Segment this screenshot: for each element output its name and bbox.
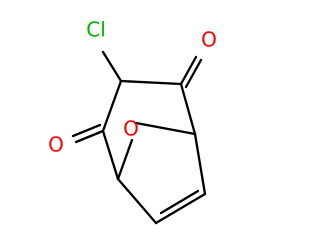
bond-cketone-left-o-1 <box>74 129 105 144</box>
bond-cketone-top-bridgehead-right <box>179 82 197 136</box>
bond-bridgehead-left-o <box>116 138 134 181</box>
molecule-canvas: Cl O O O <box>48 17 217 225</box>
bond-cchl-cketone-left <box>101 79 123 133</box>
bond-cchl-cketone-top <box>119 79 183 86</box>
bond-cl-c <box>101 50 123 83</box>
ketone-oxygen-left-label: O <box>48 133 64 157</box>
bond-cketone-left-bridgehead-left <box>101 129 120 181</box>
ketone-oxygen-top-label: O <box>201 28 217 52</box>
bond-o-bridgehead-right <box>134 121 197 136</box>
bond-ch-bridgehead-right <box>193 132 207 196</box>
atom-labels: Cl O O O <box>48 18 217 157</box>
bond-cketone-top-o-2 <box>184 58 203 89</box>
bonds <box>71 50 207 225</box>
bond-ch-ch-double-inner <box>159 189 200 215</box>
bridge-oxygen-label: O <box>123 117 139 141</box>
molecule-structure-diagram: Cl O O O <box>48 18 217 225</box>
bond-bridgehead-left-ch <box>116 177 158 225</box>
bond-cketone-top-o-1 <box>179 55 198 86</box>
bond-ch-ch-double-outer <box>154 192 207 225</box>
chlorine-atom-label: Cl <box>86 18 106 42</box>
bond-cketone-left-o-2 <box>71 123 102 138</box>
